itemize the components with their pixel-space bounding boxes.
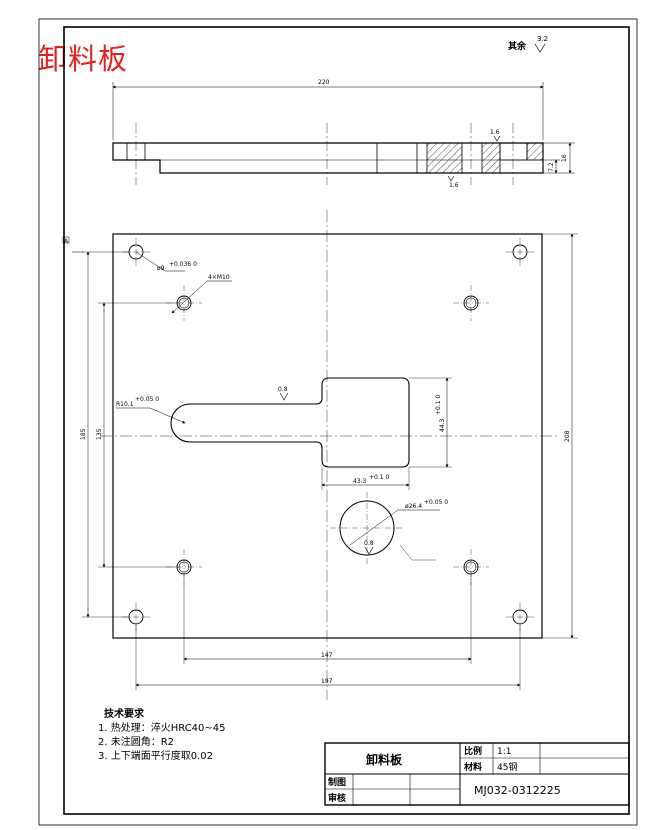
dim-counterbore-bottom: 1.6 xyxy=(449,182,459,189)
roughness-label: 其余 xyxy=(508,40,527,52)
dim-center-hole: ø26.4 xyxy=(405,503,422,510)
dim-pocket-height-tol: +0.1 0 xyxy=(435,395,442,415)
title-block-material-label: 材料 xyxy=(463,761,482,773)
dim-hole-a-tol: +0.036 0 xyxy=(169,261,197,268)
tech-requirement-item: 2. 未注圆角：R2 xyxy=(98,737,175,748)
drawing-frame xyxy=(63,26,630,815)
title-block-part-name: 卸料板 xyxy=(366,752,403,767)
dim-hole-a: ø9 xyxy=(157,265,165,272)
dim-counterbore: 1.6 xyxy=(490,129,500,136)
section-view xyxy=(112,82,575,185)
tech-requirements: 技术要求 1. 热处理：淬火HRC40~45 2. 未注圆角：R2 3. 上下端… xyxy=(98,708,226,764)
dim-overall-length: 220 xyxy=(318,79,330,86)
tech-requirement-item: 3. 上下端面平行度取0.02 xyxy=(98,751,213,762)
dim-135: 135 xyxy=(96,428,103,440)
dim-197: 197 xyxy=(321,678,333,685)
title-block-drawn-label: 制图 xyxy=(328,776,346,788)
roughness-symbol xyxy=(534,43,546,53)
tech-requirements-heading: 技术要求 xyxy=(104,709,144,720)
plan-view xyxy=(62,210,578,700)
dim-147: 147 xyxy=(321,652,333,659)
sheet-border xyxy=(38,18,638,826)
dim-center-finish: 0.8 xyxy=(364,540,374,547)
drawing-number: MJ032-0312225 xyxy=(474,784,561,797)
dim-slot-radius: R10.1 xyxy=(116,401,134,408)
dim-center-hole-tol: +0.05 0 xyxy=(424,499,448,506)
title-block-material-value: 45钢 xyxy=(497,761,517,773)
dim-thickness-total: 16 xyxy=(561,154,568,162)
dim-tap-spec: 4×M10 xyxy=(208,274,230,281)
roughness-value: 3.2 xyxy=(537,35,548,43)
title-block-scale-label: 比例 xyxy=(464,745,482,757)
title-block-checked-label: 审核 xyxy=(328,792,346,804)
title-block-scale-value: 1:1 xyxy=(497,747,511,757)
tech-requirement-item: 1. 热处理：淬火HRC40~45 xyxy=(98,723,226,734)
dim-pocket-width-tol: +0.1 0 xyxy=(369,474,389,481)
dim-pocket-width: 43.3 xyxy=(353,478,367,485)
title-block xyxy=(324,742,630,806)
dim-pocket-height: 44.3 xyxy=(439,418,446,432)
dim-185: 185 xyxy=(80,428,87,440)
dim-slot-radius-tol: +0.05 0 xyxy=(135,396,159,403)
dim-thickness-step: 7.2 xyxy=(548,162,555,172)
dim-height-total: 208 xyxy=(564,430,571,442)
datum-a: A xyxy=(64,238,69,245)
drawing-title: 卸料板 xyxy=(38,42,129,76)
dim-slot-finish: 0.8 xyxy=(278,386,288,393)
